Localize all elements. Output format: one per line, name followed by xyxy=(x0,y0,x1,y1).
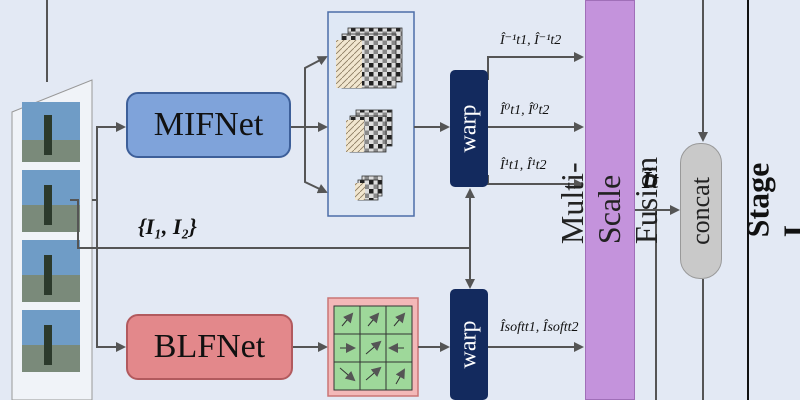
stage-label-container: Stage I xyxy=(739,0,800,400)
flow-pyramid-small xyxy=(355,175,383,201)
flow-pyramid-large xyxy=(336,27,403,89)
multi-scale-fusion-box: Multi-Scale Fusion xyxy=(555,0,665,400)
fused-output-label: Ĩt xyxy=(642,168,659,194)
concat-label: concat xyxy=(686,177,715,245)
output-scale-1: Î¹t1, Î¹t2 xyxy=(500,158,547,173)
warp-top-box: warp xyxy=(450,70,488,187)
input-frames xyxy=(11,79,93,400)
warp-bottom-box: warp xyxy=(450,289,488,400)
blfnet-label: BLFNet xyxy=(153,328,266,365)
output-scale-minus1: Î⁻¹t1, Î⁻¹t2 xyxy=(500,33,562,48)
concat-box: concat xyxy=(680,143,722,279)
mifnet-box: MIFNet xyxy=(126,92,291,158)
output-soft: Îsoftt1, Îsoftt2 xyxy=(500,320,579,335)
output-scale-0: Î⁰t1, Î⁰t2 xyxy=(500,103,550,118)
mifnet-label: MIFNet xyxy=(153,106,264,143)
warp-top-label: warp xyxy=(455,104,482,153)
flow-grid xyxy=(333,305,413,391)
blfnet-box: BLFNet xyxy=(126,314,293,380)
stage-label: Stage I xyxy=(739,162,800,238)
warp-bottom-label: warp xyxy=(455,320,482,369)
flow-pyramid-medium xyxy=(346,109,393,153)
input-pair-label: {I₁, I₂} xyxy=(138,214,197,239)
